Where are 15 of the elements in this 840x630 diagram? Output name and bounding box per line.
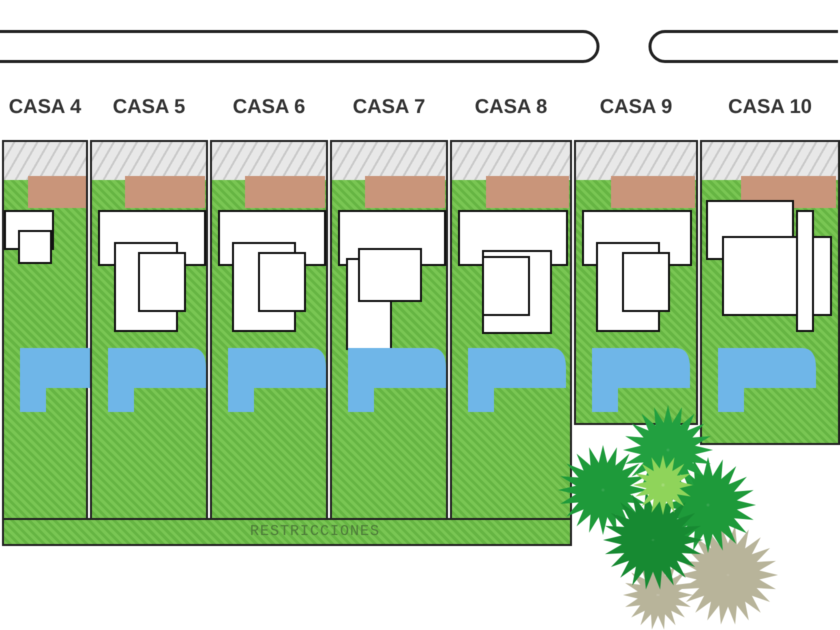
lot-heading: CASA 6 [232, 96, 306, 119]
house-lot-drawing [450, 140, 572, 520]
house-lot-drawing [210, 140, 328, 520]
lot-heading: CASA 5 [112, 96, 186, 119]
lot-heading: CASA 10 [727, 96, 813, 119]
house-lot-drawing [2, 140, 88, 520]
house-lot-drawing [574, 140, 698, 425]
house-lot-drawing [330, 140, 448, 520]
house-lot-drawing [700, 140, 840, 445]
lot-heading: CASA 4 [8, 96, 82, 119]
lot-heading: CASA 8 [474, 96, 548, 119]
lot-heading: CASA 7 [352, 96, 426, 119]
setback-label: RESTRICCIONES [250, 523, 380, 540]
lot-heading: CASA 9 [598, 96, 674, 119]
house-lot-drawing [90, 140, 208, 520]
